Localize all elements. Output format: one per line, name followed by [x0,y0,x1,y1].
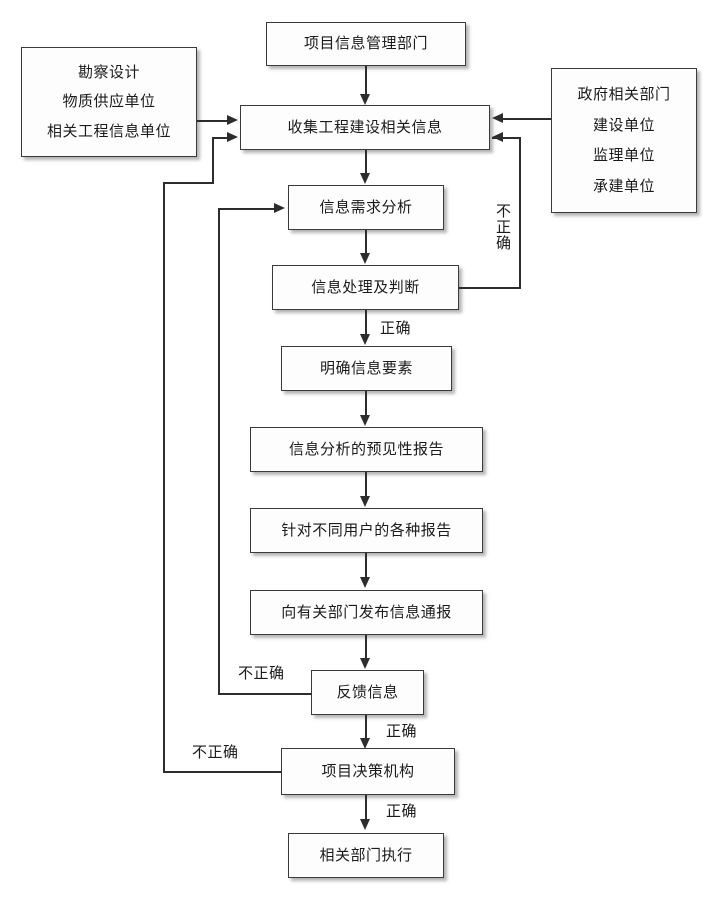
node-label: 相关部门执行 [319,845,413,864]
node-label-line-1: 勘察设计 [77,63,140,82]
arrowhead-report-to-userreports [359,496,370,507]
node-info-management-department[interactable]: 项目信息管理部门 [266,22,466,66]
node-collect-construction-information[interactable]: 收集工程建设相关信息 [240,105,490,150]
node-feedback-information[interactable]: 反馈信息 [311,670,424,715]
connector-decision-to-execute [365,795,367,821]
edge-label-incorrect-judge: 不正确 [494,203,512,251]
connector-judge-incorrect-up [519,137,521,288]
node-project-decision-body[interactable]: 项目决策机构 [281,748,455,795]
node-label: 信息需求分析 [319,197,413,216]
node-government-units-group[interactable]: 政府相关部门 建设单位 监理单位 承建单位 [551,68,697,213]
edge-label-correct-feedback: 正确 [386,722,418,740]
node-label-line-3: 监理单位 [592,146,655,165]
connector-decision-incorrect-over [163,182,214,184]
node-label-line-1: 政府相关部门 [577,85,671,104]
connector-judge-incorrect-right [459,287,521,289]
connector-demand-to-judge [365,230,367,255]
connector-clarify-to-report [365,391,367,417]
node-predictive-analysis-report[interactable]: 信息分析的预见性报告 [250,427,483,472]
connector-feedback-to-decision [365,715,367,741]
node-label: 信息处理及判断 [311,277,420,296]
connector-collect-to-demand [365,150,367,175]
node-label-line-4: 承建单位 [592,176,655,195]
connector-gov-to-collect [503,118,551,120]
node-reports-for-different-users[interactable]: 针对不同用户的各种报告 [250,508,483,553]
node-label: 项目信息管理部门 [303,34,428,53]
arrowhead-survey-to-collect [227,114,238,125]
node-publish-information-bulletin[interactable]: 向有关部门发布信息通报 [250,590,483,635]
node-relevant-department-execution[interactable]: 相关部门执行 [288,833,444,878]
connector-decision-incorrect-to-collect [212,137,229,139]
arrowhead-userreports-to-bulletin [359,577,370,588]
node-label: 信息分析的预见性报告 [288,439,444,458]
edge-label-correct-judge: 正确 [380,319,412,337]
node-survey-design-supply-group[interactable]: 勘察设计 物质供应单位 相关工程信息单位 [21,47,197,157]
connector-judge-incorrect-to-collect [492,137,521,139]
arrowhead-demand-to-judge [359,253,370,264]
arrowhead-decision-incorrect-to-collect [227,131,238,142]
node-label-line-3: 相关工程信息单位 [46,121,171,140]
edge-label-incorrect-decision: 不正确 [192,743,239,761]
arrowhead-mgmt-to-collect [359,94,370,105]
connector-userreports-to-bulletin [365,553,367,579]
connector-decision-incorrect-up [163,182,165,772]
arrowhead-gov-to-collect [492,112,503,123]
node-label-line-2: 物质供应单位 [62,92,156,111]
node-label: 反馈信息 [336,682,399,701]
arrowhead-feedback-incorrect-to-demand [274,202,285,213]
arrowhead-bulletin-to-feedback [359,658,370,669]
node-label: 项目决策机构 [321,761,415,780]
node-label: 明确信息要素 [319,358,413,377]
arrowhead-clarify-to-report [359,415,370,426]
node-clarify-information-elements[interactable]: 明确信息要素 [281,346,452,391]
arrowhead-collect-to-demand [359,173,370,184]
connector-feedback-incorrect-to-demand [218,208,276,210]
connector-bulletin-to-feedback [365,635,367,659]
arrowhead-decision-to-execute [359,819,370,830]
connector-judge-to-clarify [365,310,367,336]
edge-label-incorrect-feedback: 不正确 [238,664,285,682]
connector-mgmt-to-collect [365,66,367,96]
connector-feedback-incorrect-left [218,693,312,695]
connector-decision-incorrect-riser [212,137,214,183]
arrowhead-feedback-to-decision [359,738,370,749]
connector-feedback-incorrect-up [218,208,220,694]
node-label-line-2: 建设单位 [592,115,655,134]
arrowhead-judge-incorrect-to-collect [492,131,503,142]
node-label: 向有关部门发布信息通报 [281,602,452,621]
connector-decision-incorrect-left [163,771,282,773]
node-information-processing-and-judgment[interactable]: 信息处理及判断 [272,265,459,310]
node-information-demand-analysis[interactable]: 信息需求分析 [288,185,444,230]
connector-survey-to-collect [197,120,229,122]
node-label: 针对不同用户的各种报告 [281,520,452,539]
edge-label-correct-decision: 正确 [386,802,418,820]
connector-report-to-userreports [365,472,367,498]
node-label: 收集工程建设相关信息 [287,117,443,136]
arrowhead-judge-to-clarify [359,334,370,345]
